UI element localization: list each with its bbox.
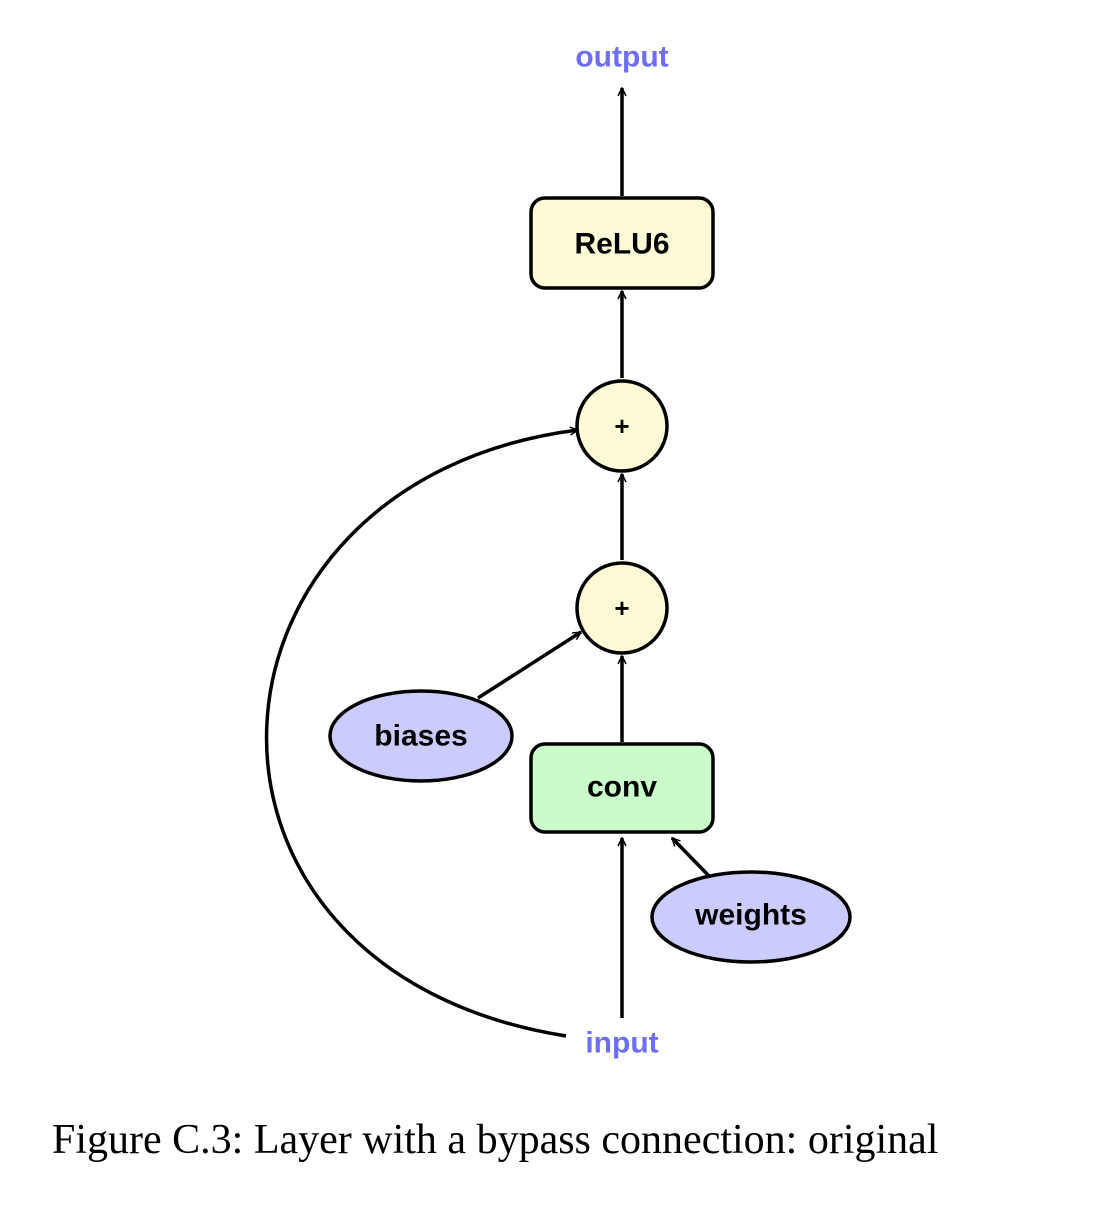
add-top-circle xyxy=(575,379,669,473)
output-label: output xyxy=(575,41,668,74)
diagram: output ReLU6 + + biases conv weights inp… xyxy=(264,41,852,1060)
edge-biases-to-add-bottom xyxy=(477,630,581,700)
weights-node: weights xyxy=(650,870,852,964)
biases-ellipse xyxy=(328,689,514,783)
edge-weights-to-conv xyxy=(670,836,711,878)
edge-input-to-add-top-bypass xyxy=(264,430,578,1038)
conv-label: conv xyxy=(587,771,657,804)
add-bottom-circle xyxy=(575,561,669,655)
conv-box xyxy=(529,742,715,834)
conv-node: conv xyxy=(529,742,715,834)
add-node-bottom: + xyxy=(575,561,669,655)
add-node-top: + xyxy=(575,379,669,473)
input-label: input xyxy=(585,1027,658,1060)
figure-caption: Figure C.3: Layer with a bypass connecti… xyxy=(52,1117,939,1163)
add-top-label: + xyxy=(614,411,629,441)
relu6-label: ReLU6 xyxy=(574,228,669,261)
add-bottom-label: + xyxy=(614,593,629,623)
biases-node: biases xyxy=(328,689,514,783)
weights-label: weights xyxy=(694,899,807,932)
relu6-node: ReLU6 xyxy=(529,196,715,290)
relu6-box xyxy=(529,196,715,290)
weights-ellipse xyxy=(650,870,852,964)
biases-label: biases xyxy=(374,720,467,753)
